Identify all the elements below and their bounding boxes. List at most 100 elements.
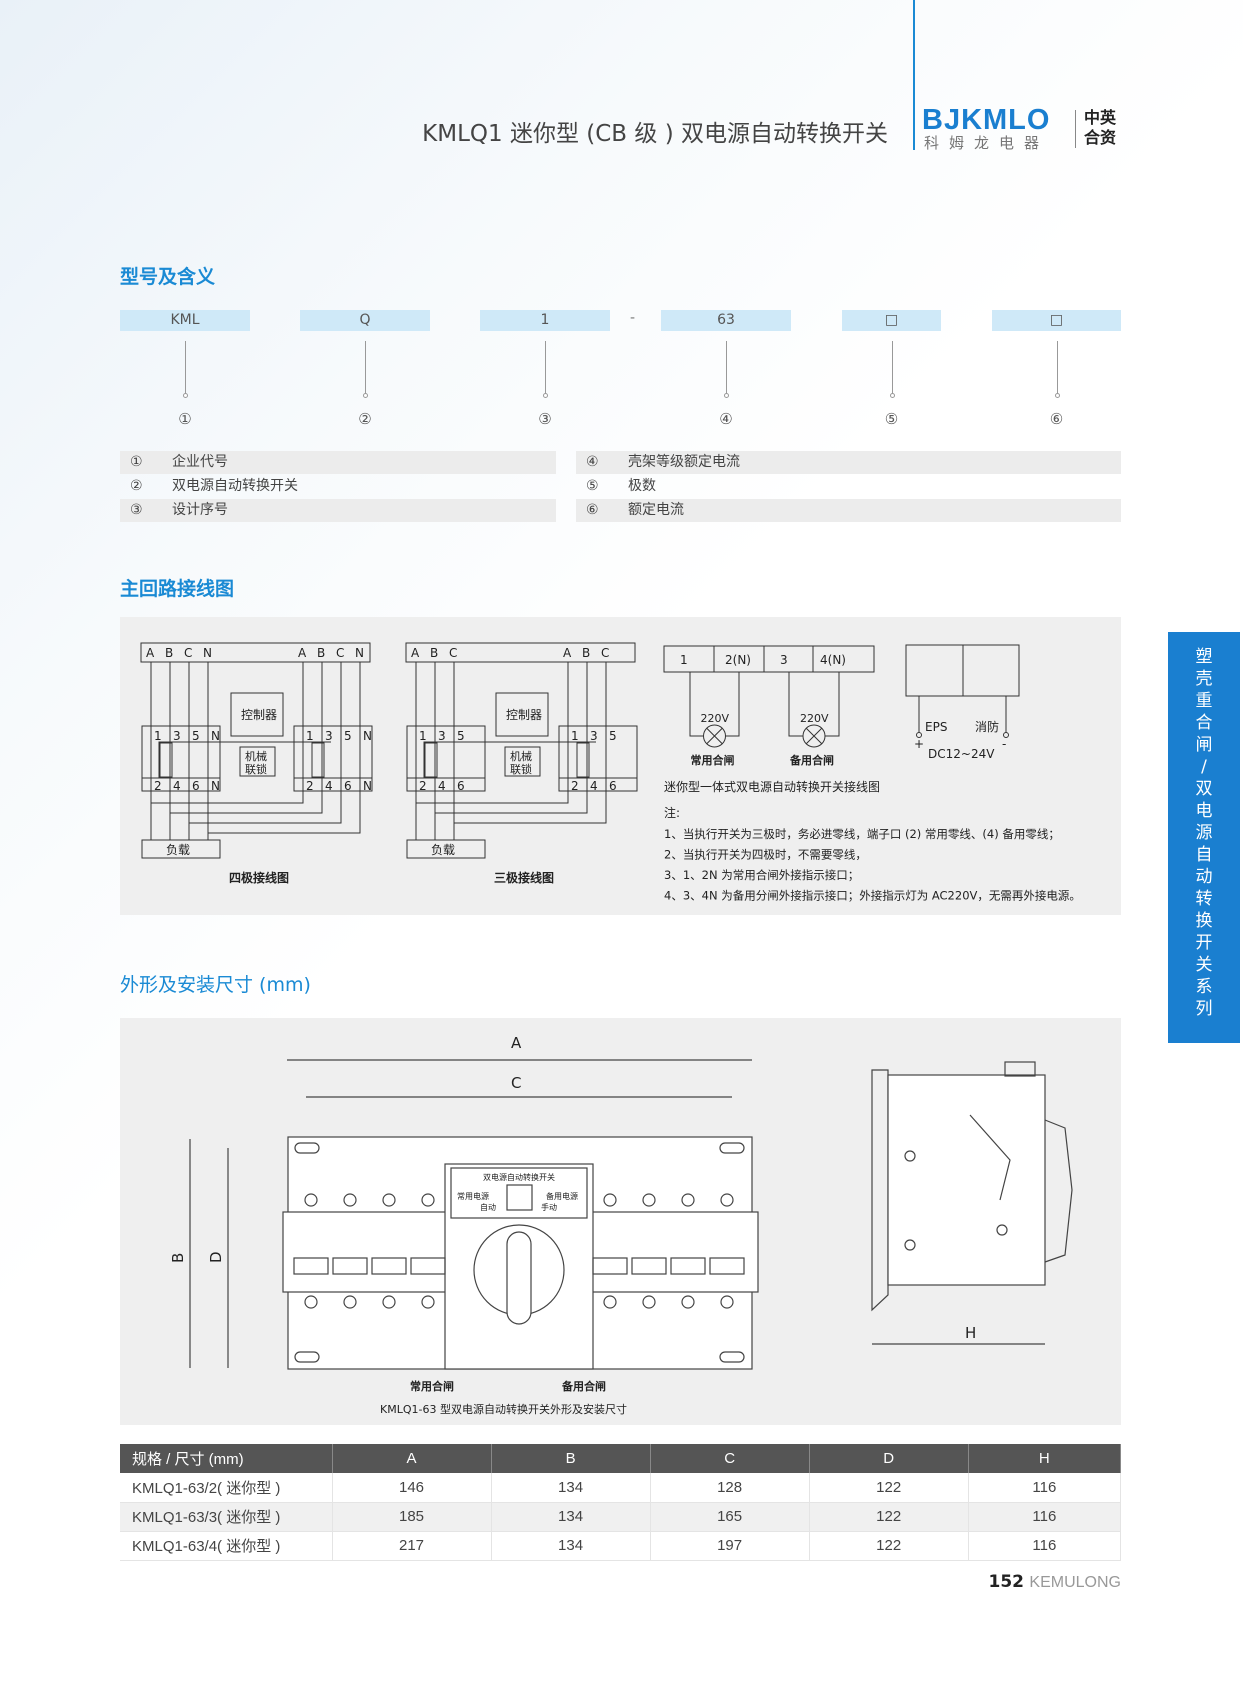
model-position-number: ⑥ [1049, 410, 1064, 428]
side-screw [904, 1239, 916, 1251]
mode-label: 手动 [541, 1202, 557, 1212]
din-rail [871, 1069, 889, 1312]
interlock-line [158, 741, 331, 778]
model-code-box: KML [120, 310, 250, 331]
model-connector-dot [543, 393, 548, 398]
diagram-caption: 三极接线图 [494, 870, 554, 885]
knob-handle [506, 1231, 532, 1325]
terminal-screw [603, 1295, 617, 1309]
breaker-handle [576, 742, 590, 778]
terminal-dot [1003, 732, 1009, 738]
terminal-number: N [211, 779, 220, 793]
terminal-label: 2(N) [725, 653, 751, 667]
model-connector-line [365, 341, 366, 396]
terminal-number: 4 [173, 779, 181, 793]
table-cell: 146 [332, 1473, 492, 1503]
phase-label: A [411, 646, 420, 660]
terminal-number: 1 [306, 729, 314, 743]
series-side-tab[interactable]: 塑壳重合闸/双电源自动转换开关系列 [1168, 632, 1240, 1043]
indicator-lamp-icon [703, 724, 726, 748]
load-box [141, 839, 221, 859]
model-connector-dot [889, 393, 895, 398]
module-panel [450, 1167, 588, 1219]
indicator-window [506, 1184, 533, 1211]
legend-number: ⑤ [586, 478, 599, 494]
terminal-label: 4(N) [820, 653, 846, 667]
module-title: 双电源自动转换开关 [483, 1172, 555, 1182]
model-connector-line [1056, 341, 1058, 396]
dimension-label-c: C [511, 1074, 521, 1092]
model-connector-dot [363, 393, 368, 398]
source-label: 常用电源 [457, 1191, 489, 1201]
side-tab-char: 系 [1195, 977, 1213, 997]
lamp-cross [706, 727, 723, 745]
lamp-voltage: 220V [701, 712, 730, 725]
side-tab-char: 转 [1195, 889, 1213, 909]
controller-label: 控制器 [506, 708, 542, 722]
terminal-screw [720, 1295, 734, 1309]
breaker-box [558, 725, 638, 792]
source-label: 备用电源 [546, 1191, 578, 1201]
terminal-screw [681, 1295, 695, 1309]
note-line: 2、当执行开关为四极时，不需要零线， [664, 848, 867, 862]
phase-label: N [355, 646, 364, 660]
side-screw [996, 1224, 1008, 1236]
terminal-number: 2 [571, 779, 579, 793]
side-tab-char: 双 [1195, 779, 1213, 799]
din-clip [332, 1257, 368, 1275]
table-cell: 134 [491, 1473, 651, 1503]
load-box [406, 839, 486, 859]
terminal-number: 6 [609, 779, 617, 793]
table-cell: 116 [968, 1473, 1122, 1503]
interlock-label: 联锁 [510, 762, 532, 776]
interlock-label: 机械 [245, 749, 267, 763]
side-tab-char: 重 [1195, 691, 1213, 711]
diagram-caption: 四极接线图 [229, 870, 289, 885]
breaker-box [293, 725, 373, 792]
section-heading-model: 型号及含义 [120, 266, 216, 288]
column-header: 规格 / 尺寸 (mm) [120, 1444, 333, 1473]
legend-number: ⑥ [586, 502, 599, 518]
terminal-number: 4 [325, 779, 333, 793]
model-position-number: ② [358, 410, 372, 428]
logo-divider [1075, 110, 1076, 148]
phase-label: B [582, 646, 590, 660]
terminal-number: 1 [571, 729, 579, 743]
column-header: C [650, 1444, 810, 1473]
terminal-screw [382, 1193, 396, 1207]
breaker-handle [159, 742, 173, 778]
side-tab-char: 关 [1195, 955, 1213, 975]
din-clip [592, 1257, 628, 1275]
table-cell: KMLQ1-63/4( 迷你型 ) [120, 1531, 333, 1561]
side-view: H [871, 1061, 1073, 1345]
wire [689, 672, 704, 737]
table-cell: 128 [650, 1473, 810, 1503]
mounting-slot [294, 1351, 320, 1363]
section-heading-wiring: 主回路接线图 [120, 578, 235, 600]
terminal-block [663, 645, 875, 673]
terminal-number: 6 [457, 779, 465, 793]
column-header: A [332, 1444, 492, 1473]
side-tab-char: 列 [1195, 999, 1213, 1019]
terminal-number: 5 [457, 729, 465, 743]
breaker-box [406, 725, 486, 792]
table-cell: 185 [332, 1502, 492, 1532]
wire [454, 662, 607, 824]
label-backup-close: 备用合闸 [561, 1379, 606, 1393]
phase-label: C [601, 646, 609, 660]
terminal-number: N [363, 779, 372, 793]
side-tab-char: 塑 [1195, 647, 1213, 667]
terminal-screw [642, 1295, 656, 1309]
side-tab-char: 自 [1195, 845, 1213, 865]
controller-box [495, 692, 549, 737]
mounting-slot [719, 1142, 745, 1154]
mode-label: 自动 [480, 1202, 496, 1212]
legend-number: ② [130, 478, 143, 494]
terminal-number: 1 [419, 729, 427, 743]
